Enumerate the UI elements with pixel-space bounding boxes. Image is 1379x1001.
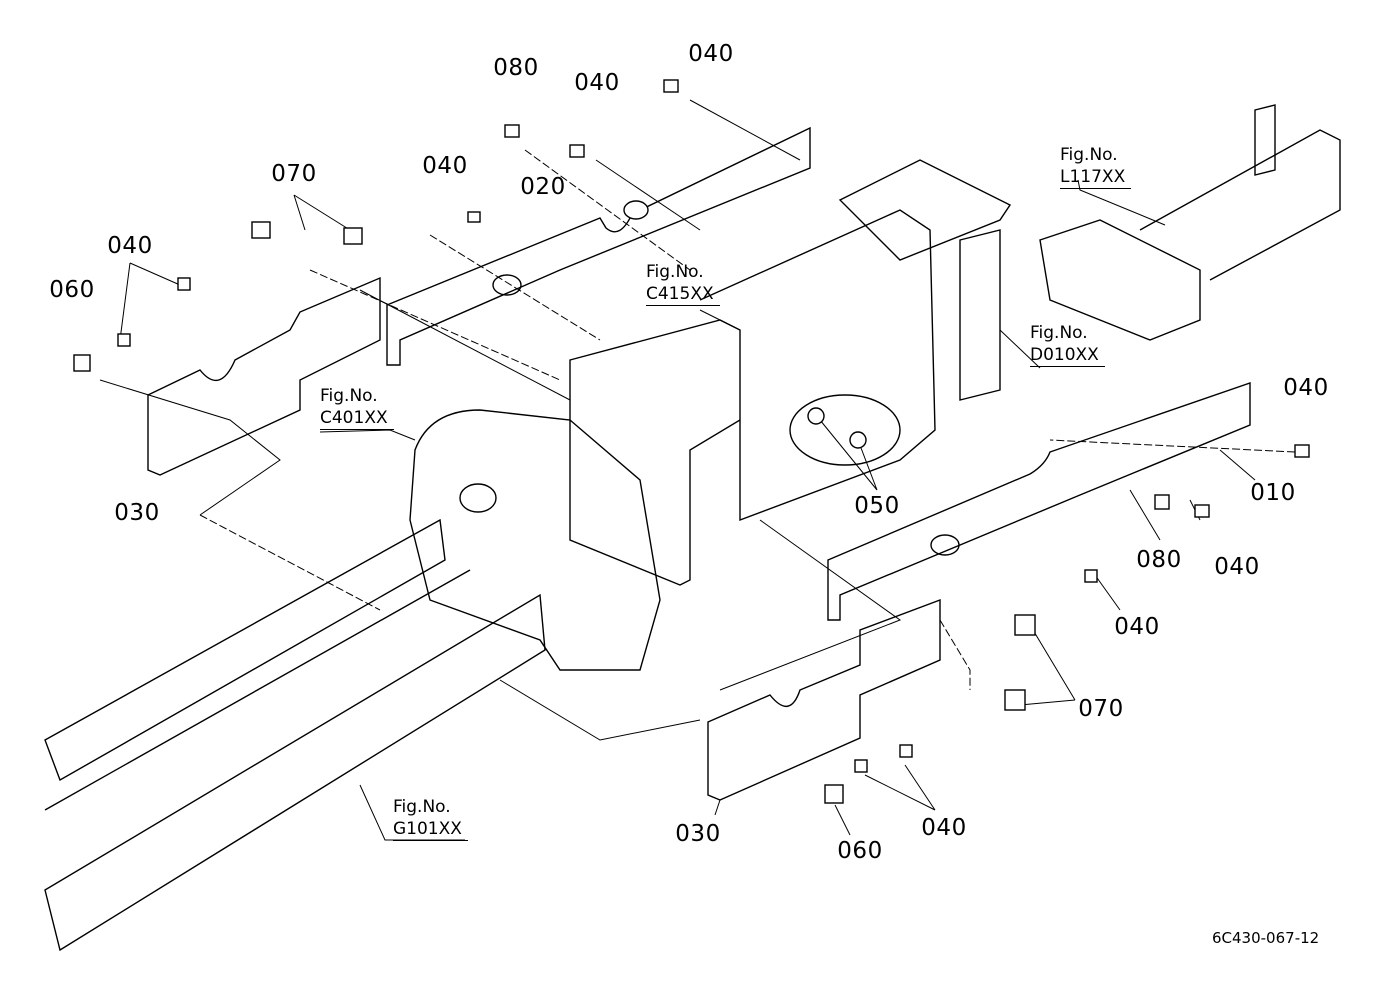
fig-ref-l117xx: Fig.No. L117XX xyxy=(1060,144,1132,189)
callout-040: 040 xyxy=(1214,554,1260,580)
callout-040: 040 xyxy=(574,70,620,96)
frame-rail xyxy=(44,518,446,782)
plate-030-right xyxy=(707,598,941,801)
plate-030-left xyxy=(147,276,381,476)
fig-ref-code: G101XX xyxy=(393,818,468,841)
rear-frame xyxy=(1039,219,1201,341)
callout-040: 040 xyxy=(422,153,468,179)
callout-040: 040 xyxy=(688,41,734,67)
clutch-housing xyxy=(409,409,661,671)
fig-ref-prefix: Fig.No. xyxy=(320,386,378,406)
callout-040: 040 xyxy=(1283,375,1329,401)
fig-ref-g101xx: Fig.No. G101XX xyxy=(393,796,468,841)
fig-ref-code: L117XX xyxy=(1060,166,1132,189)
plate-010 xyxy=(827,382,1251,621)
callout-040: 040 xyxy=(107,233,153,259)
fig-ref-prefix: Fig.No. xyxy=(1030,323,1088,343)
callout-010: 010 xyxy=(1250,480,1296,506)
fig-ref-d010xx: Fig.No. D010XX xyxy=(1030,322,1105,367)
callout-040: 040 xyxy=(921,815,967,841)
callout-020: 020 xyxy=(520,174,566,200)
fig-ref-code: C401XX xyxy=(320,407,394,430)
callout-070: 070 xyxy=(1078,696,1124,722)
fig-ref-c401xx: Fig.No. C401XX xyxy=(320,385,394,430)
callout-080: 080 xyxy=(493,55,539,81)
callout-060: 060 xyxy=(837,838,883,864)
callout-050: 050 xyxy=(854,493,900,519)
callout-040: 040 xyxy=(1114,614,1160,640)
drawing-number: 6C430-067-12 xyxy=(1212,929,1320,947)
callout-060: 060 xyxy=(49,277,95,303)
fig-ref-prefix: Fig.No. xyxy=(646,262,704,282)
fig-ref-prefix: Fig.No. xyxy=(393,797,451,817)
fig-ref-c415xx: Fig.No. C415XX xyxy=(646,261,720,306)
callout-030: 030 xyxy=(114,500,160,526)
fig-ref-code: D010XX xyxy=(1030,344,1105,367)
callout-030: 030 xyxy=(675,821,721,847)
bolt-icons xyxy=(73,79,1310,804)
callout-070: 070 xyxy=(271,161,317,187)
fig-ref-code: C415XX xyxy=(646,283,720,306)
transmission-case xyxy=(569,319,741,586)
plate-020 xyxy=(386,126,811,366)
fig-ref-prefix: Fig.No. xyxy=(1060,145,1118,165)
callout-080: 080 xyxy=(1136,547,1182,573)
